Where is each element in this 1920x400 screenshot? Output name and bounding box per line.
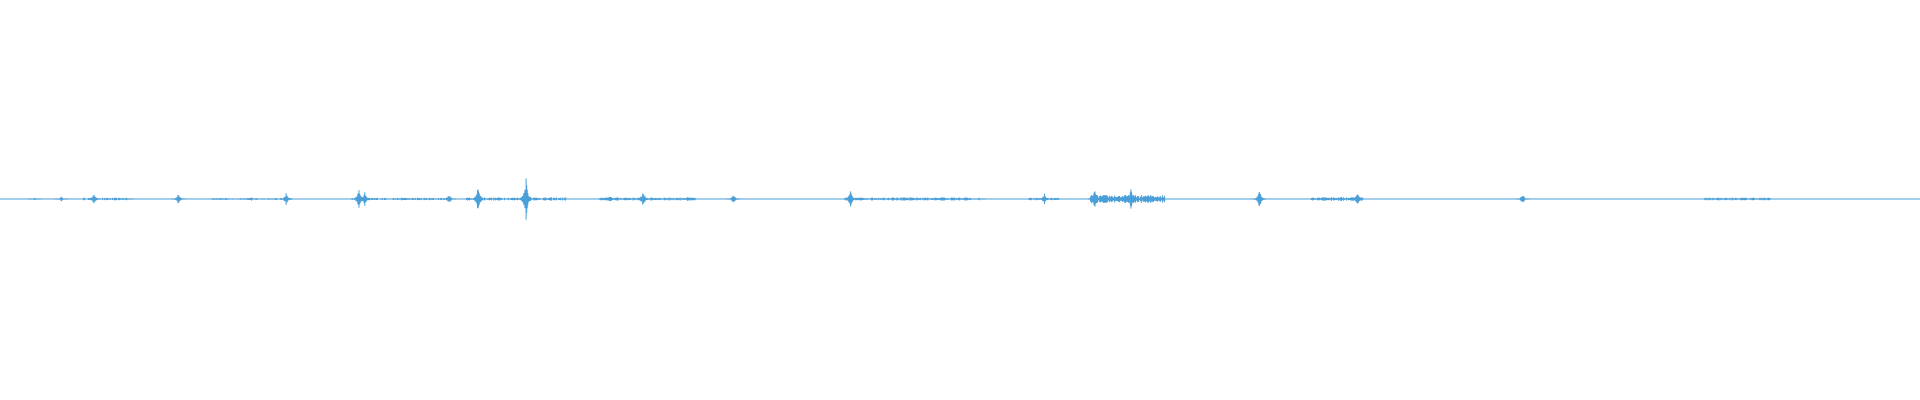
waveform-peak: [1124, 189, 1138, 209]
waveform-peak: [28, 198, 42, 200]
waveform-peaks: [28, 178, 1725, 220]
waveform-peak: [1097, 195, 1111, 203]
waveform-peak: [519, 178, 533, 220]
waveform-peak: [279, 193, 293, 205]
waveform-peak: [680, 197, 694, 201]
waveform-peak: [442, 196, 456, 202]
waveform-peak: [1253, 192, 1266, 206]
waveform-peak: [604, 196, 618, 202]
waveform-peak: [844, 191, 858, 207]
waveform-peak: [972, 197, 986, 201]
waveform-peak: [1318, 197, 1332, 201]
waveform-peak: [396, 198, 410, 200]
waveform-peak: [120, 198, 134, 200]
waveform-peak: [54, 196, 68, 202]
waveform-peak: [886, 197, 900, 201]
waveform-peak: [471, 189, 485, 209]
waveform-peak: [87, 194, 101, 204]
waveform-peak: [214, 198, 228, 200]
waveform-peak: [726, 195, 740, 203]
waveform-peak: [245, 197, 258, 201]
waveform-peak: [1145, 195, 1159, 203]
waveform-peak: [1516, 195, 1530, 203]
waveform-peak: [1711, 197, 1725, 201]
waveform-peak: [1350, 194, 1364, 204]
waveform-peak: [636, 193, 650, 205]
waveform-peak: [172, 194, 186, 204]
waveform-peak: [358, 192, 372, 206]
waveform-peak: [1038, 193, 1051, 205]
waveform-peak: [936, 197, 950, 201]
